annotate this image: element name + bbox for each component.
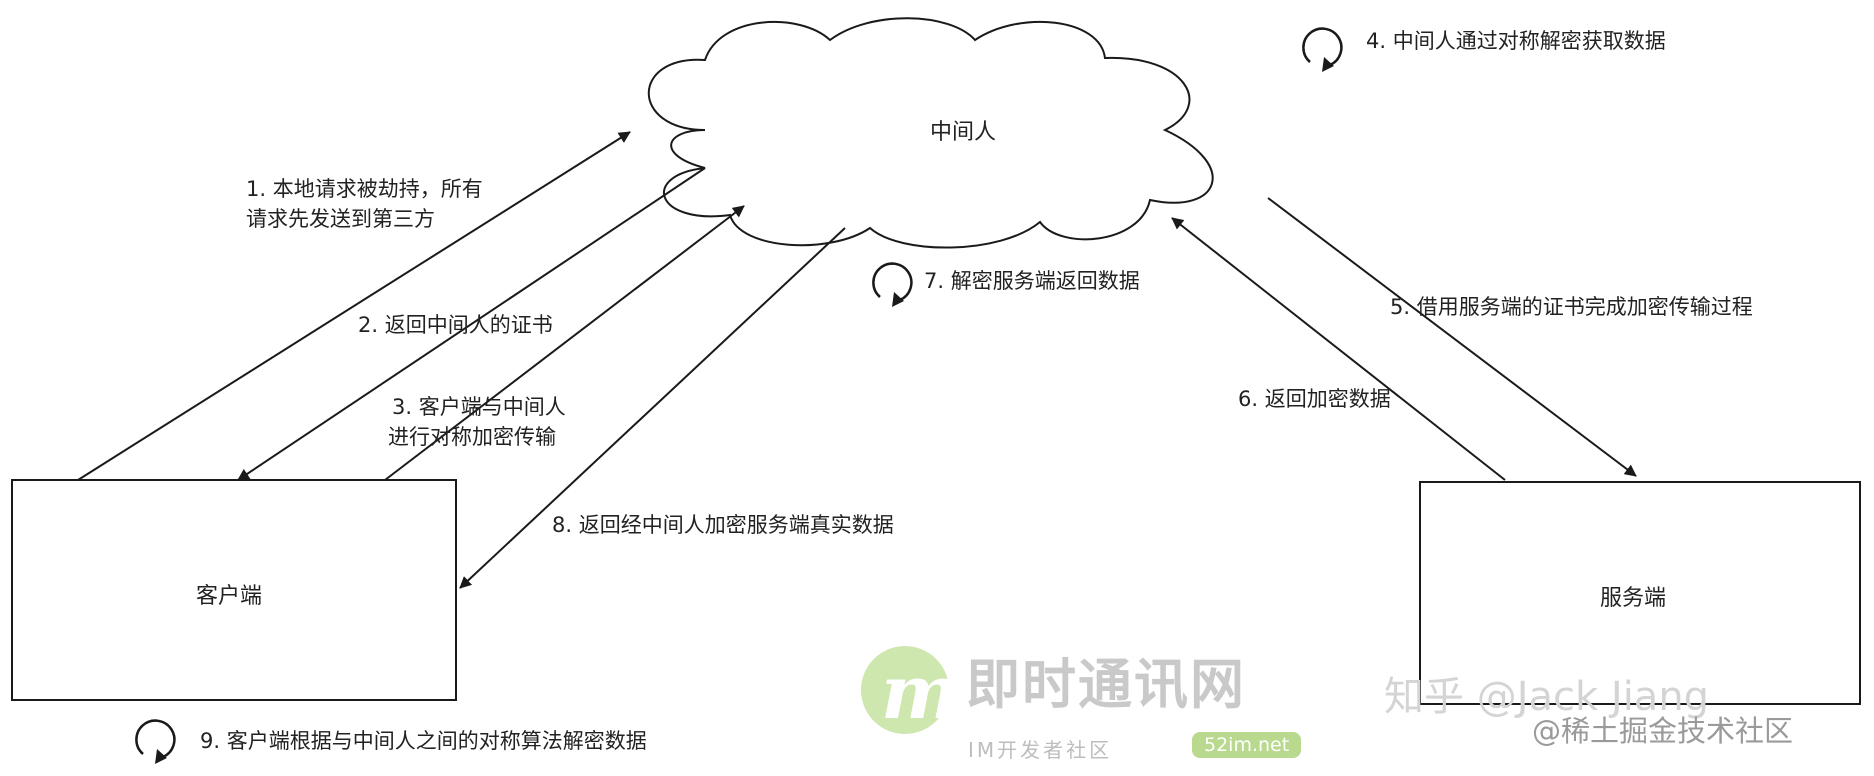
server-box (1419, 481, 1861, 705)
arrow-step3 (384, 205, 745, 481)
mitm-label: 中间人 (930, 120, 997, 145)
mitm-cloud-shape (647, 17, 1214, 249)
loop-icon-step9 (135, 719, 176, 764)
client-box (11, 479, 457, 701)
step9-label: 9. 客户端根据与中间人之间的对称算法解密数据 (200, 729, 647, 753)
step5-label: 5. 借用服务端的证书完成加密传输过程 (1390, 295, 1753, 319)
loop-icon-step7 (872, 262, 913, 307)
watermark-logo-letter: m (881, 650, 959, 736)
watermark-domain: 52im.net (1192, 732, 1302, 758)
watermark-sub: IM开发者社区 (968, 738, 1113, 762)
step8-label: 8. 返回经中间人加密服务端真实数据 (552, 513, 894, 537)
step1-label-line1: 1. 本地请求被劫持，所有 (246, 177, 483, 201)
watermark-zhihu: 知乎 @Jack Jiang (1384, 674, 1710, 720)
loop-icon-step4 (1302, 27, 1343, 72)
arrow-step2 (237, 167, 706, 481)
server-label: 服务端 (1600, 586, 1667, 611)
step4-label: 4. 中间人通过对称解密获取数据 (1366, 29, 1666, 53)
step1-label-line2: 请求先发送到第三方 (246, 207, 435, 231)
arrow-step8 (459, 227, 846, 589)
step7-label: 7. 解密服务端返回数据 (924, 269, 1140, 293)
arrow-step6 (1171, 217, 1506, 481)
step6-label: 6. 返回加密数据 (1238, 387, 1391, 411)
step3-label-line2: 进行对称加密传输 (388, 425, 556, 449)
watermark-logo-circle (861, 646, 949, 734)
watermark-juejin: @稀土掘金技术社区 (1532, 714, 1794, 748)
step3-label-line1: 3. 客户端与中间人 (392, 395, 566, 419)
client-label: 客户端 (196, 584, 263, 609)
arrow-step1 (77, 131, 631, 481)
arrow-step5 (1267, 197, 1637, 477)
watermark-brand: 即时通讯网 (966, 653, 1246, 716)
step2-label: 2. 返回中间人的证书 (358, 313, 553, 337)
